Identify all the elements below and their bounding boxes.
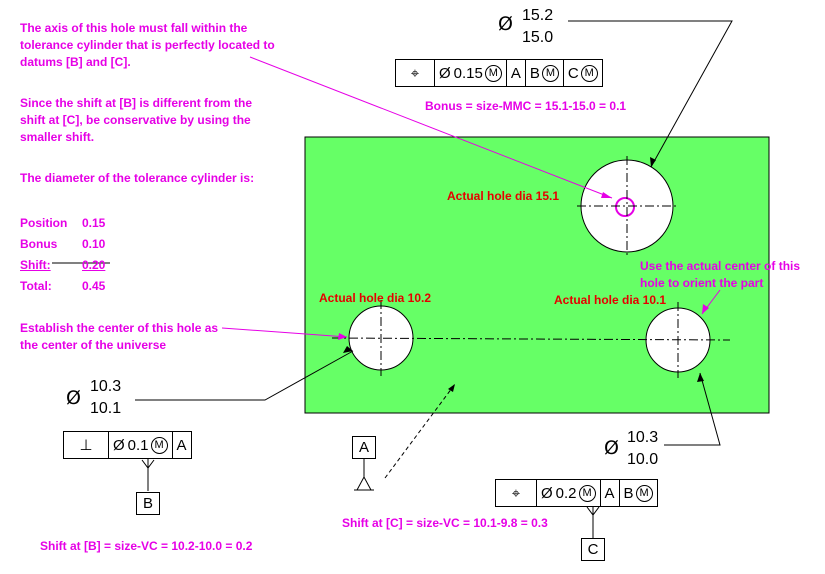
large-hole-diameter-symbol: Ø [498,13,513,35]
position-icon: ⌖ [496,480,537,506]
axis-note-callout [249,56,613,199]
datum-b-box: B [136,492,160,515]
mmc-icon: M [580,64,598,82]
right-hole-actual-label: Actual hole dia 10.1 [554,293,667,307]
arrowhead-large [650,157,656,167]
left-hole-actual-label: Actual hole dia 10.2 [319,291,432,305]
left-hole-leader [135,350,354,401]
shift-b-note: Shift at [B] = size-VC = 10.2-10.0 = 0.2 [40,539,253,553]
mmc-icon: M [541,64,559,82]
arrowhead-right [697,373,704,382]
mmc-icon: M [635,484,653,502]
mmc-icon: M [484,64,502,82]
fcf-datum-a: A [176,436,187,454]
shift-note: Since the shift at [B] is different from… [20,96,253,144]
fcf-datum-a: A [601,480,620,506]
datum-b-feature-mark [141,459,155,469]
right-hole-leader [664,372,721,446]
datum-a-dashed-leader [384,383,456,479]
establish-note-callout [221,327,348,338]
arrowhead-datum-a [448,384,455,392]
perpendicularity-icon: ⊥ [64,432,109,458]
axis-note: The axis of this hole must fall within t… [20,21,275,69]
datum-a-box: A [352,436,376,459]
establish-note: Establish the center of this hole as the… [20,321,219,352]
right-hole-diameter-symbol: Ø [604,437,619,459]
bonus-note: Bonus = size-MMC = 15.1-15.0 = 0.1 [425,99,627,113]
hole-centerline-horizontal [331,337,731,341]
left-hole-diameter-symbol: Ø [66,387,81,409]
orient-note: Use the actual center of this hole to or… [640,259,801,290]
left-hole-upper-limit: 10.3 [90,378,122,395]
left-hole-lower-limit: 10.1 [90,400,122,417]
fcf-datum-a: A [507,60,526,86]
datum-c-box: C [581,538,605,561]
arrowhead-axis-note [601,192,612,198]
mmc-icon: M [150,436,168,454]
datum-c-feature-mark [586,506,600,516]
position-icon: ⌖ [396,60,435,86]
shift-c-note: Shift at [C] = size-VC = 10.1-9.8 = 0.3 [342,516,548,530]
diameter-note: The diameter of the tolerance cylinder i… [20,171,255,185]
large-hole-actual-label: Actual hole dia 15.1 [447,189,560,203]
large-hole-upper-limit: 15.2 [522,7,554,24]
right-hole-lower-limit: 10.0 [627,451,659,468]
mmc-icon: M [578,484,596,502]
arrowhead-left [343,346,353,353]
table-row: Total:0.45 [20,278,106,293]
tolerance-zone-circle [615,197,635,217]
arrowhead-establish [338,333,347,340]
right-hole-upper-limit: 10.3 [627,429,659,446]
table-row: Shift:0.20 [20,257,106,272]
large-hole-lower-limit: 15.0 [522,29,554,46]
datum-a-triangle [356,475,372,491]
arrowhead-orient [702,304,709,314]
large-hole-leader [568,20,733,168]
